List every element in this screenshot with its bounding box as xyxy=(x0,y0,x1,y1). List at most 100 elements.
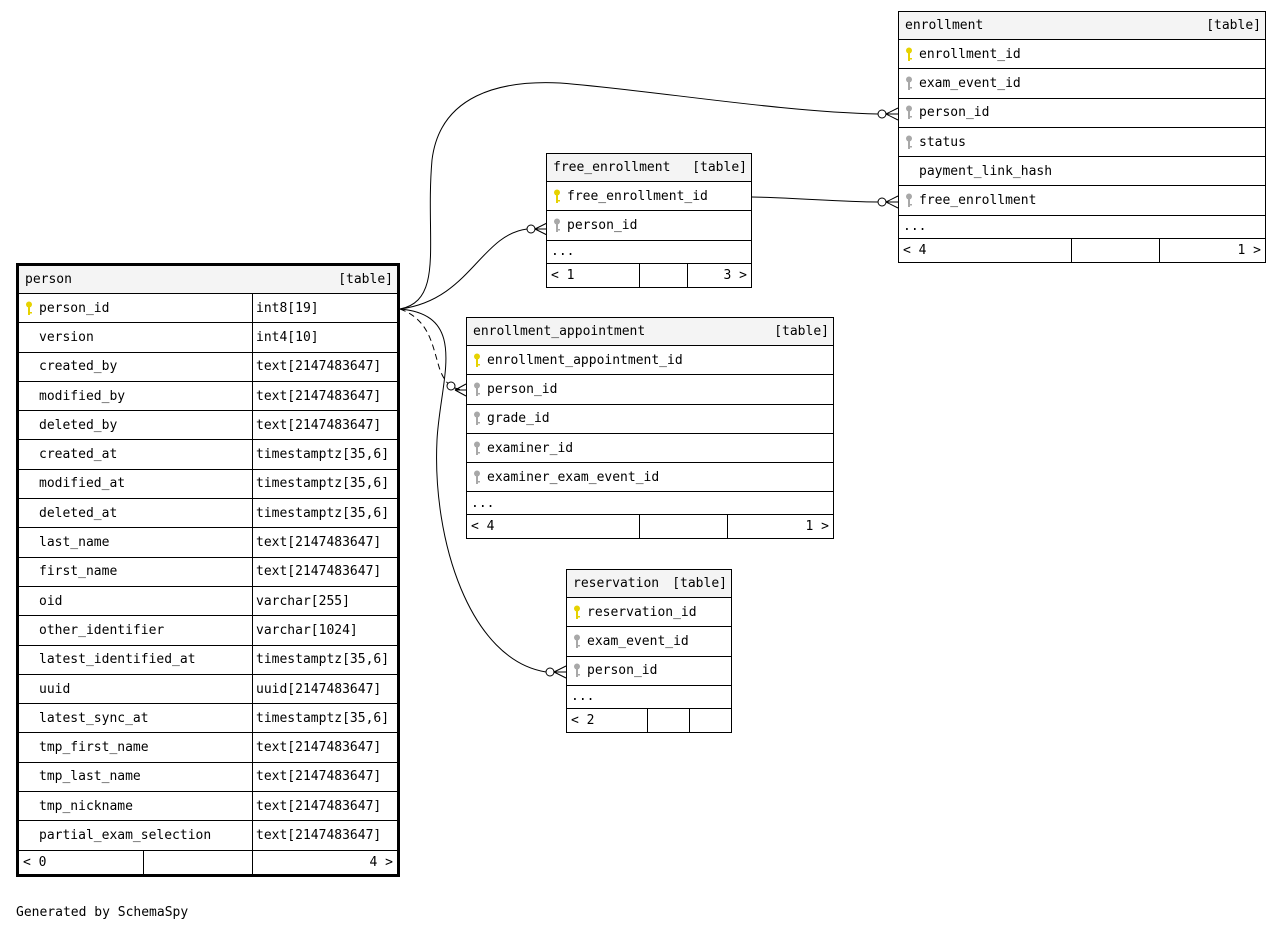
footer-mid xyxy=(640,515,728,539)
column-name: enrollment_appointment_id xyxy=(487,352,683,368)
column-name: free_enrollment_id xyxy=(567,188,708,204)
column-name: other_identifier xyxy=(39,622,165,638)
column-row[interactable]: deleted_at timestamptz[35,6] xyxy=(19,499,397,529)
table-footer: < 0 4 > xyxy=(19,850,397,874)
column-row[interactable]: free_enrollment_id xyxy=(547,182,751,212)
foreign-key-icon xyxy=(467,441,487,456)
parents-count[interactable]: < 4 xyxy=(899,238,1072,262)
column-type: timestamptz[35,6] xyxy=(252,499,397,528)
crow-foot-icon xyxy=(553,665,567,679)
column-row[interactable]: enrollment_id xyxy=(899,40,1265,70)
column-type: timestamptz[35,6] xyxy=(252,440,397,469)
column-row[interactable]: status xyxy=(899,128,1265,158)
column-row[interactable]: tmp_nickname text[2147483647] xyxy=(19,792,397,822)
column-name: latest_identified_at xyxy=(39,652,196,668)
column-row[interactable]: person_id xyxy=(899,99,1265,128)
column-row[interactable]: version int4[10] xyxy=(19,323,397,353)
column-row[interactable]: enrollment_appointment_id xyxy=(467,346,833,376)
table-enrollment-appointment[interactable]: enrollment_appointment [table] enrollmen… xyxy=(466,317,834,540)
more-columns-ellipsis: ... xyxy=(467,492,833,516)
more-columns-ellipsis: ... xyxy=(567,686,731,709)
column-name: person_id xyxy=(919,105,990,121)
more-columns-ellipsis: ... xyxy=(899,216,1265,239)
primary-key-icon xyxy=(899,47,919,62)
edge-endpoint-circle xyxy=(446,381,456,391)
column-type: text[2147483647] xyxy=(252,352,397,381)
children-count[interactable]: 3 > xyxy=(723,267,747,283)
column-name: examiner_id xyxy=(487,440,574,456)
column-name: person_id xyxy=(567,217,638,233)
column-name: deleted_at xyxy=(39,505,118,521)
column-row[interactable]: exam_event_id xyxy=(899,69,1265,99)
column-name: tmp_first_name xyxy=(39,740,149,756)
children-count[interactable]: 4 > xyxy=(369,854,393,870)
column-row[interactable]: person_id xyxy=(547,211,751,241)
parents-count[interactable]: < 1 xyxy=(547,263,640,287)
column-name: enrollment_id xyxy=(919,46,1021,62)
parents-count[interactable]: < 0 xyxy=(19,850,144,874)
column-row[interactable]: created_at timestamptz[35,6] xyxy=(19,440,397,470)
foreign-key-icon xyxy=(467,470,487,485)
column-type: text[2147483647] xyxy=(252,821,397,850)
column-row[interactable]: created_by text[2147483647] xyxy=(19,352,397,382)
column-name: tmp_nickname xyxy=(39,798,133,814)
column-type: int8[19] xyxy=(252,294,397,323)
foreign-key-icon xyxy=(899,76,919,91)
table-free-enrollment[interactable]: free_enrollment [table] free_enrollment_… xyxy=(546,153,752,288)
crow-foot-icon xyxy=(885,195,899,209)
table-person[interactable]: person [table] person_id int8[19] version i… xyxy=(16,263,400,877)
column-row[interactable]: free_enrollment xyxy=(899,186,1265,216)
column-name: modified_at xyxy=(39,476,126,492)
column-type: int4[10] xyxy=(252,323,397,352)
column-name: version xyxy=(39,329,94,345)
parents-count[interactable]: < 4 xyxy=(467,515,640,539)
column-type: text[2147483647] xyxy=(252,762,397,792)
column-name: reservation_id xyxy=(587,604,697,620)
column-row[interactable]: payment_link_hash xyxy=(899,157,1265,187)
table-name: person xyxy=(25,272,72,287)
foreign-key-icon xyxy=(899,193,919,208)
column-row[interactable]: grade_id xyxy=(467,405,833,434)
column-row[interactable]: person_id xyxy=(567,657,731,686)
column-name: exam_event_id xyxy=(919,75,1021,91)
column-name: person_id xyxy=(39,300,110,316)
column-name: created_by xyxy=(39,359,118,375)
column-name: created_at xyxy=(39,447,118,463)
column-row[interactable]: examiner_id xyxy=(467,434,833,464)
column-name: partial_exam_selection xyxy=(39,827,212,843)
column-type: text[2147483647] xyxy=(252,381,397,411)
children-count[interactable]: 1 > xyxy=(1237,242,1261,258)
table-kind: [table] xyxy=(774,324,829,339)
table-header: person [table] xyxy=(19,266,397,294)
column-row[interactable]: exam_event_id xyxy=(567,627,731,657)
column-row[interactable]: reservation_id xyxy=(567,598,731,628)
column-row[interactable]: person_id xyxy=(467,375,833,405)
foreign-key-icon xyxy=(899,105,919,120)
children-count[interactable] xyxy=(690,709,731,732)
schemaspy-credit: Generated by SchemaSpy xyxy=(16,905,189,920)
column-row[interactable]: person_id int8[19] xyxy=(19,294,397,324)
crow-foot-icon xyxy=(454,383,467,397)
primary-key-icon xyxy=(19,301,39,316)
column-type: text[2147483647] xyxy=(252,792,397,821)
footer-mid xyxy=(640,263,688,287)
parents-count[interactable]: < 2 xyxy=(567,708,648,732)
column-row[interactable]: examiner_exam_event_id xyxy=(467,463,833,493)
column-row[interactable]: partial_exam_selection text[2147483647] xyxy=(19,821,397,851)
children-count[interactable]: 1 > xyxy=(805,519,829,535)
column-name: examiner_exam_event_id xyxy=(487,469,660,485)
